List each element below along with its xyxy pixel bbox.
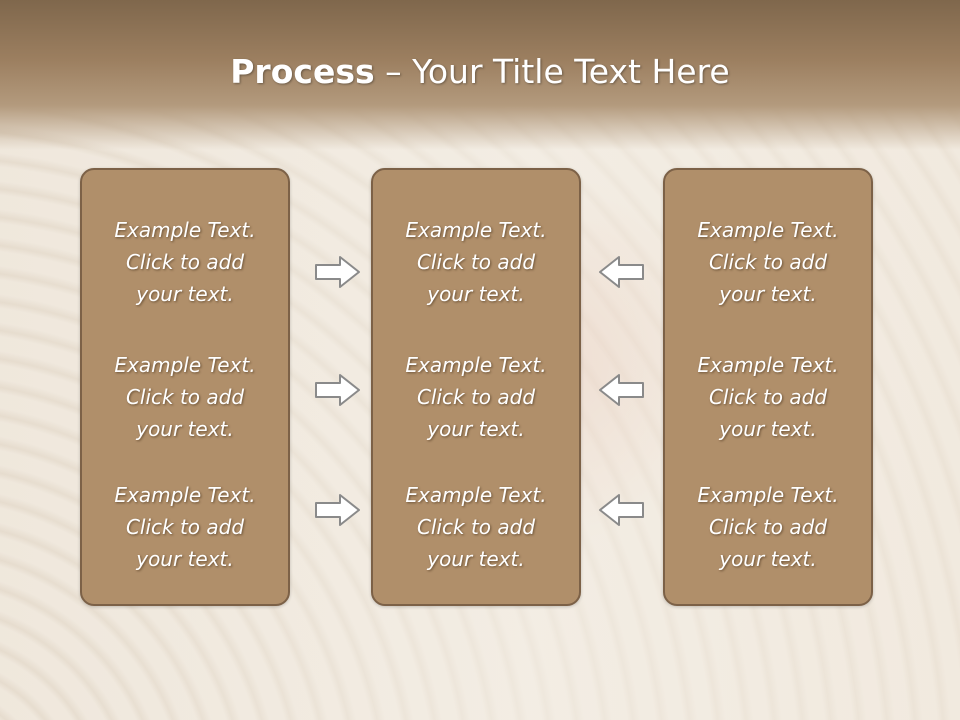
text-line: your text. (719, 417, 817, 441)
text-block[interactable]: Example Text. Click to add your text. (82, 479, 288, 575)
text-line: your text. (719, 547, 817, 571)
text-block[interactable]: Example Text. Click to add your text. (665, 349, 871, 445)
slide-title[interactable]: Process – Your Title Text Here (0, 52, 960, 91)
text-line: Click to add (125, 250, 245, 274)
arrow-left-icon[interactable] (597, 492, 645, 528)
process-box-right[interactable]: Example Text. Click to add your text. Ex… (663, 168, 873, 606)
process-box-left[interactable]: Example Text. Click to add your text. Ex… (80, 168, 290, 606)
text-block[interactable]: Example Text. Click to add your text. (82, 214, 288, 310)
text-line: your text. (136, 417, 234, 441)
text-line: Example Text. (114, 218, 256, 242)
arrow-right-icon[interactable] (314, 372, 362, 408)
text-block[interactable]: Example Text. Click to add your text. (82, 349, 288, 445)
text-line: your text. (719, 282, 817, 306)
text-line: your text. (136, 282, 234, 306)
text-line: Example Text. (405, 483, 547, 507)
text-line: Click to add (416, 250, 536, 274)
arrow-right-icon[interactable] (314, 254, 362, 290)
text-block[interactable]: Example Text. Click to add your text. (665, 214, 871, 310)
text-line: Click to add (125, 385, 245, 409)
text-block[interactable]: Example Text. Click to add your text. (373, 214, 579, 310)
text-line: your text. (427, 417, 525, 441)
text-block[interactable]: Example Text. Click to add your text. (665, 479, 871, 575)
text-line: Example Text. (405, 218, 547, 242)
text-line: your text. (427, 282, 525, 306)
text-line: Click to add (416, 385, 536, 409)
text-block[interactable]: Example Text. Click to add your text. (373, 479, 579, 575)
text-line: your text. (427, 547, 525, 571)
arrow-left-icon[interactable] (597, 372, 645, 408)
arrow-right-icon[interactable] (314, 492, 362, 528)
text-block[interactable]: Example Text. Click to add your text. (373, 349, 579, 445)
text-line: Example Text. (697, 353, 839, 377)
text-line: Example Text. (697, 483, 839, 507)
text-line: Click to add (125, 515, 245, 539)
text-line: Click to add (708, 250, 828, 274)
text-line: Click to add (416, 515, 536, 539)
text-line: Example Text. (697, 218, 839, 242)
text-line: Example Text. (405, 353, 547, 377)
text-line: Example Text. (114, 353, 256, 377)
arrow-left-icon[interactable] (597, 254, 645, 290)
text-line: Example Text. (114, 483, 256, 507)
title-bold: Process (230, 52, 375, 91)
title-banner (0, 0, 960, 150)
title-rest: – Your Title Text Here (374, 52, 730, 91)
text-line: Click to add (708, 385, 828, 409)
text-line: your text. (136, 547, 234, 571)
text-line: Click to add (708, 515, 828, 539)
process-box-center[interactable]: Example Text. Click to add your text. Ex… (371, 168, 581, 606)
